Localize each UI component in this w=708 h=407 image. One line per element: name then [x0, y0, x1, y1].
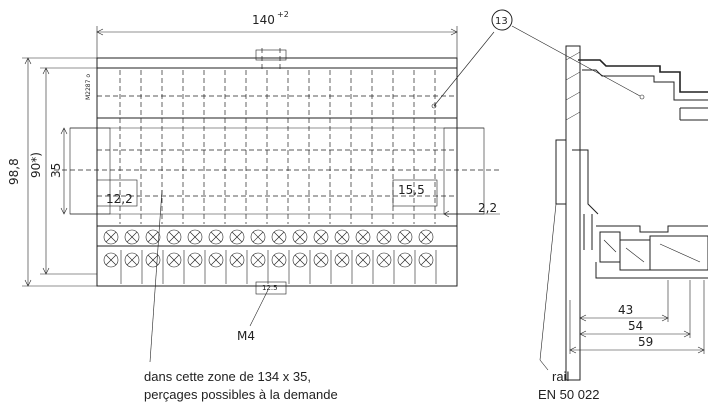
inner-height-label: 90*): [29, 152, 43, 178]
terminal-partitions: [120, 250, 437, 284]
screw-label: M4: [237, 329, 255, 343]
svg-text:12.5: 12.5: [262, 284, 278, 292]
terminal-row-top: [103, 229, 434, 245]
dim-43-label: 43: [618, 303, 633, 317]
callout-circle: [491, 9, 513, 31]
rail-label-line-2: EN 50 022: [538, 387, 599, 402]
dim-54-label: 54: [628, 319, 643, 333]
width-dimension-label: 140: [252, 13, 275, 27]
left-clearance-label: 12,2: [106, 192, 133, 206]
side-view: 13 43: [491, 9, 708, 402]
terminal-row-bottom: [103, 252, 434, 268]
offset-label: 2,2: [478, 201, 497, 215]
part-number: M2287 o: [85, 74, 92, 100]
right-clearance-label: 15,5: [398, 183, 425, 197]
height-dimension-label: 98,8: [7, 158, 21, 185]
callout-number: 13: [495, 16, 508, 27]
zone-note-line-1: dans cette zone de 134 x 35,: [144, 369, 311, 384]
rail-label-line-1: rail: [552, 369, 569, 384]
rail-height-label: 35: [49, 163, 63, 178]
width-tolerance-label: +2: [277, 10, 289, 19]
front-view: 140 +2 12.5: [7, 10, 500, 402]
dim-59-label: 59: [638, 335, 653, 349]
zone-note-line-2: perçages possibles à la demande: [144, 387, 338, 402]
